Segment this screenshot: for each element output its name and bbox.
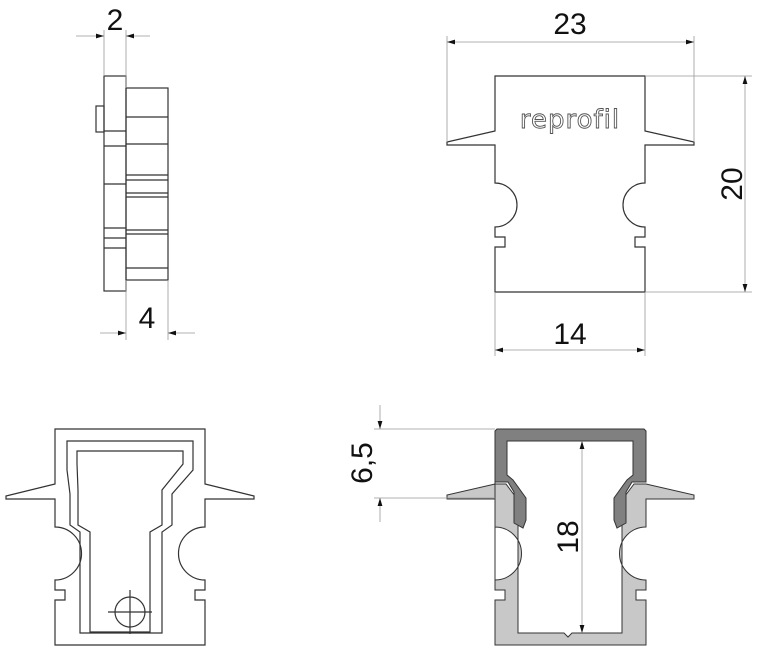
dim-label-height: 20 (716, 167, 749, 200)
dimension-14: 14 (494, 292, 646, 356)
dim-label-total-width: 23 (553, 8, 586, 41)
profile-section (446, 482, 695, 646)
dim-label-inner-height: 18 (552, 520, 585, 553)
inner-rib-outer (66, 440, 194, 634)
dimension-6-5: 6,5 (346, 405, 495, 522)
cover-cap (494, 428, 647, 529)
screw-hole-icon (108, 590, 152, 634)
section-view: 18 6,5 (346, 405, 695, 646)
dimension-23: 23 (446, 8, 695, 142)
front-view: reprofil 23 20 14 (446, 8, 752, 356)
tab (95, 105, 105, 133)
body-lines (126, 116, 168, 269)
dimension-18: 18 (552, 441, 585, 633)
side-view: 2 4 (76, 4, 195, 340)
dimension-2: 2 (76, 4, 150, 88)
dimension-4: 4 (100, 280, 195, 340)
dim-label-cap-height: 6,5 (346, 442, 379, 484)
dimension-20: 20 (645, 75, 752, 293)
inner-rib-inner (76, 450, 184, 633)
plate-lines (104, 130, 126, 249)
rear-view (5, 428, 255, 646)
rear-outline (5, 428, 255, 646)
dim-label-plate: 2 (107, 4, 124, 37)
dim-label-body: 4 (139, 302, 156, 335)
reprofil-logo: reprofil (520, 105, 620, 135)
dim-label-body-width: 14 (553, 318, 586, 351)
